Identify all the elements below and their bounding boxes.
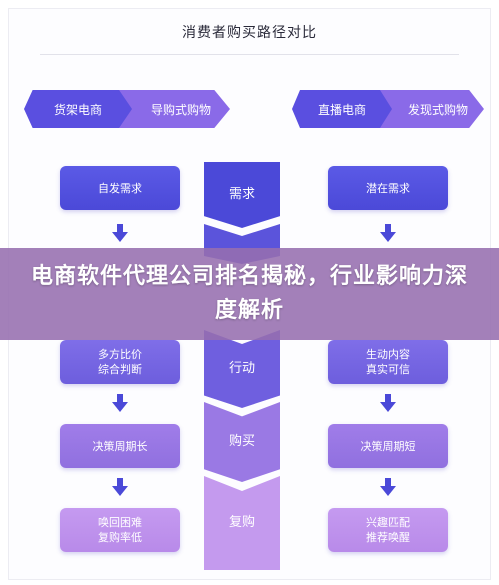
right-step-4-label: 决策周期短 [360, 439, 416, 453]
left-step-4: 决策周期长 [60, 424, 180, 468]
right-step-5: 兴趣匹配 推荐唤醒 [328, 508, 448, 552]
header-right-primary: 直播电商 [292, 90, 392, 128]
center-step-demand-label: 需求 [228, 186, 255, 202]
right-step-5-label: 兴趣匹配 推荐唤醒 [366, 516, 410, 544]
diagram-title: 消费者购买路径对比 [182, 25, 317, 41]
arrow-down-icon [380, 394, 396, 412]
arrow-down-icon [112, 478, 128, 496]
header-right-primary-label: 直播电商 [317, 102, 366, 117]
left-step-4-label: 决策周期长 [92, 439, 148, 453]
left-step-5-label: 唤回困难 复购率低 [98, 516, 142, 544]
center-step-purchase-label: 购买 [228, 433, 255, 449]
arrow-down-icon [380, 478, 396, 496]
center-step-repurchase-label: 复购 [228, 514, 255, 530]
right-step-4: 决策周期短 [328, 424, 448, 468]
header-right-secondary-label: 发现式购物 [407, 102, 468, 117]
headline-banner: 电商软件代理公司排名揭秘，行业影响力深度解析 [0, 248, 499, 340]
header-right-secondary: 发现式购物 [378, 90, 484, 128]
headline-text: 电商软件代理公司排名揭秘，行业影响力深度解析 [30, 264, 468, 323]
center-step-demand: 需求 [204, 162, 280, 228]
left-step-3: 多方比价 综合判断 [60, 340, 180, 384]
arrow-down-icon [112, 394, 128, 412]
right-step-3-label: 生动内容 真实可信 [366, 348, 410, 376]
center-step-repurchase: 复购 [204, 476, 280, 570]
left-step-1-label: 自发需求 [98, 181, 142, 195]
title-divider [40, 54, 459, 55]
right-step-1-label: 潜在需求 [366, 181, 410, 195]
left-step-1: 自发需求 [60, 166, 180, 210]
arrow-down-icon [380, 224, 396, 242]
left-step-5: 唤回困难 复购率低 [60, 508, 180, 552]
right-step-1: 潜在需求 [328, 166, 448, 210]
center-step-action-label: 行动 [228, 360, 255, 376]
left-step-3-label: 多方比价 综合判断 [98, 348, 142, 376]
header-left-primary-label: 货架电商 [53, 102, 102, 117]
right-step-3: 生动内容 真实可信 [328, 340, 448, 384]
header-left-secondary-label: 导购式购物 [150, 102, 211, 117]
header-left-primary: 货架电商 [24, 90, 132, 128]
header-left-secondary: 导购式购物 [118, 90, 230, 128]
arrow-down-icon [112, 224, 128, 242]
